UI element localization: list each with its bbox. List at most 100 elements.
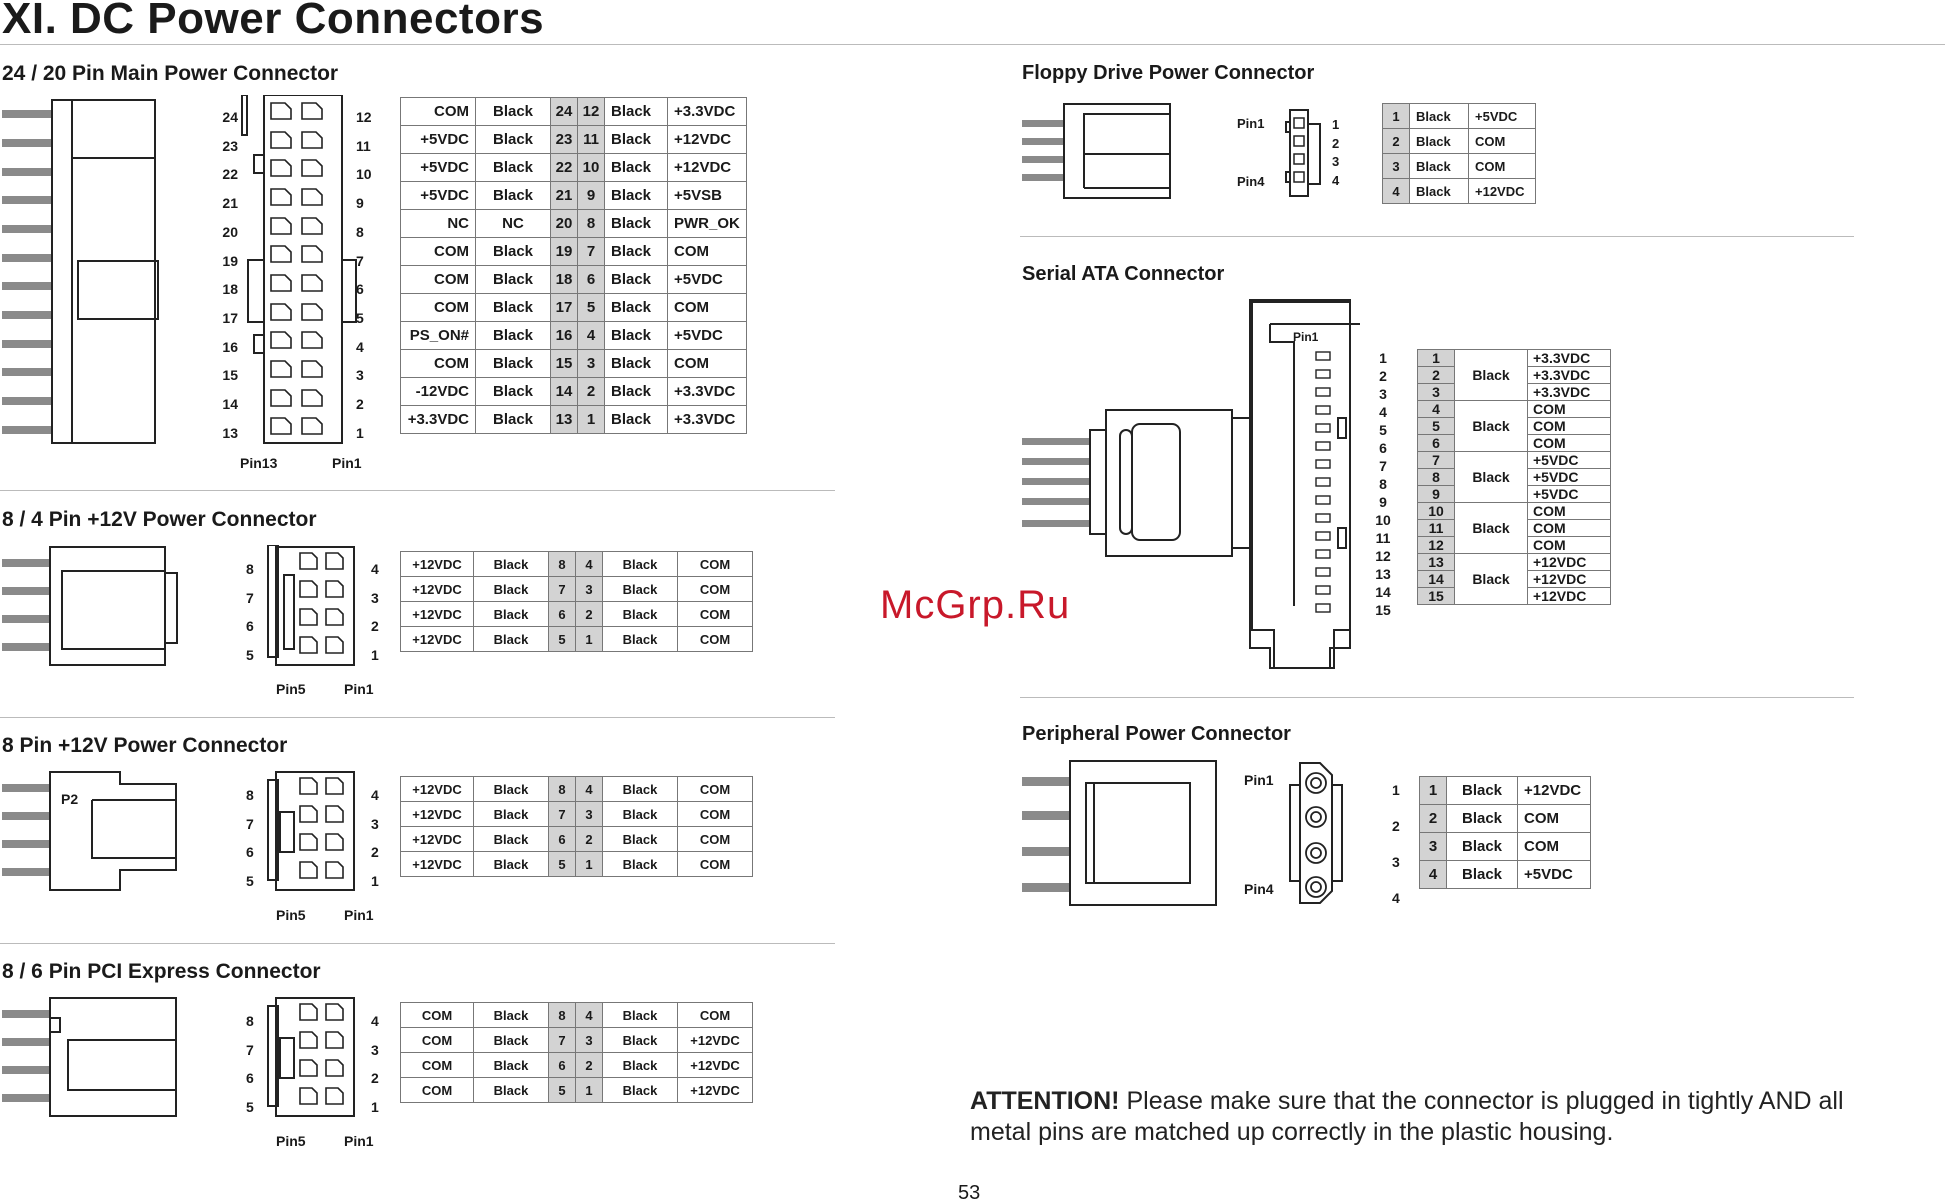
pin-number: 2 [1392,818,1400,834]
pin-number: 11 [356,137,371,154]
c8-right-pin-numbers: 4 3 2 1 [371,781,379,895]
main24-right-pin-numbers: 12 11 10 9 8 7 6 5 4 3 2 1 [356,103,372,447]
pin-number: 24 [222,109,238,125]
c8-title: 8 Pin +12V Power Connector [2,734,288,757]
pin-number: 1 [1379,350,1387,366]
pin-number: 1 [1332,117,1340,132]
pin-number: 8 [356,223,364,240]
pin-number: 8 [1379,476,1387,492]
attention-label: ATTENTION! [970,1087,1120,1115]
c8-left-pin-numbers: 8 7 6 5 [246,781,254,895]
c8-plug-label: P2 [61,791,79,807]
pin-number: 13 [1375,566,1391,582]
pin-number: 8 [246,561,254,577]
pin-number: 20 [222,223,238,240]
pin-number: 23 [222,137,238,154]
pcie-connector-drawing [2,997,355,1117]
attention-note: ATTENTION! Please make sure that the con… [970,1086,1945,1148]
pcie-right-pin-numbers: 4 3 2 1 [371,1007,379,1121]
sata-housing-outline [1251,301,1351,669]
pin-number: 1 [356,424,364,441]
pin-number: 5 [246,872,254,889]
title-rule [0,44,1945,45]
pin-number: 18 [222,281,238,298]
pin-number: 6 [356,281,364,298]
pin-number: 21 [222,195,238,212]
c8-connector-drawing [2,771,355,891]
pin-number: 2 [1332,135,1340,151]
pin-number: 16 [222,338,238,355]
floppy-pin-numbers: 1 2 3 4 [1332,116,1339,190]
pin-number: 19 [222,252,238,269]
section-divider [0,943,835,944]
pcie-pin-label-right: Pin1 [344,1133,374,1149]
page-title: XI. DC Power Connectors [2,0,545,43]
pcie-pin-label-left: Pin5 [276,1133,306,1149]
pin-number: 5 [246,646,254,663]
pin-number: 11 [1375,530,1391,546]
pin-number: 12 [356,109,372,125]
pin-number: 10 [1375,512,1391,528]
pin-number: 6 [246,618,254,634]
c84-title: 8 / 4 Pin +12V Power Connector [2,508,317,531]
pin-number: 2 [371,618,379,634]
pin-number: 4 [1392,890,1400,906]
pin-number: 2 [371,1070,379,1086]
pcie-left-pin-numbers: 8 7 6 5 [246,1007,254,1121]
main24-pin-label-right: Pin1 [332,455,362,471]
pin-number: 2 [356,396,364,413]
floppy-pin-label-bottom: Pin4 [1237,174,1265,189]
pin-number: 7 [1379,458,1387,474]
pin-number: 4 [1379,404,1387,420]
pin-number: 3 [1392,854,1400,870]
table-row: 8+5VDC [1417,468,1611,486]
attention-text-line1: Please make sure that the connector is p… [1126,1087,1844,1115]
pin-number: 6 [1379,440,1387,456]
pin-number: 8 [246,787,254,803]
pin-number: 3 [356,367,364,384]
c8-pin-label-right: Pin1 [344,907,374,923]
pin-number: 7 [246,815,254,832]
pin-number: 4 [356,338,364,355]
main24-connector-drawing [2,95,357,444]
peripheral-connector-drawing [1022,760,1343,906]
pin-number: 5 [246,1098,254,1115]
pin-number: 7 [246,1041,254,1058]
table-row: 3+3.3VDC [1417,383,1611,401]
attention-text-line2: metal pins are matched up correctly in t… [970,1118,1614,1146]
sata-pin-numbers: 1 2 3 4 5 6 7 8 9 10 11 12 13 14 15 [1370,349,1396,619]
peripheral-pin-label-top: Pin1 [1244,772,1274,788]
pin-number: 10 [356,166,372,183]
pin-number: 9 [1379,494,1387,510]
